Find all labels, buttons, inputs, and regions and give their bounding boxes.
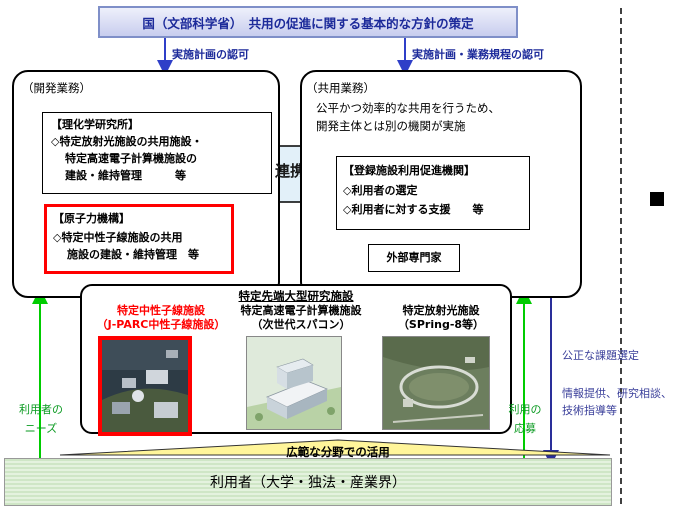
jaea-line-1: ◇特定中性子線施設の共用	[53, 231, 183, 244]
facility-1-sub: （J-PARC中性子線施設）	[96, 318, 226, 331]
facility-2-name: 特定高速電子計算機施設	[240, 304, 362, 317]
riken-line-2: 特定高速電子計算機施設の	[65, 152, 197, 165]
jaea-line-2: 施設の建設・維持管理 等	[67, 248, 199, 261]
supercomputer-rendering	[246, 336, 342, 430]
riken-line-1: ◇特定放射光施設の共用施設・	[51, 135, 203, 148]
broad-use-banner-shape	[59, 439, 611, 456]
external-experts-box: 外部専門家	[368, 244, 460, 272]
approval-label-left: 実施計画の認可	[172, 48, 249, 61]
application-line-1: 利用の	[508, 403, 542, 416]
riken-line-3: 建設・維持管理 等	[65, 169, 186, 182]
agency-title: 【登録施設利用促進機関】	[343, 164, 475, 177]
jaea-box: 【原子力機構】 ◇特定中性子線施設の共用 施設の建設・維持管理 等	[44, 204, 234, 274]
support-line-1: 情報提供、研究相談、	[562, 387, 672, 400]
user-needs-label: 利用者の ニーズ	[10, 400, 72, 438]
agency-line-2: ◇利用者に対する支援 等	[343, 203, 484, 216]
facility-1-label: 特定中性子線施設 （J-PARC中性子線施設）	[86, 304, 236, 332]
facility-3-name: 特定放射光施設	[402, 304, 480, 317]
users-label: 利用者（大学・独法・産業界）	[210, 475, 406, 491]
external-experts-label: 外部専門家	[386, 251, 442, 264]
black-square-marker	[650, 192, 664, 206]
facility-3-label: 特定放射光施設 （SPring-8等）	[366, 304, 516, 332]
promotion-agency-box: 【登録施設利用促進機関】 ◇利用者の選定 ◇利用者に対する支援 等	[336, 156, 530, 230]
application-label: 利用の 応募	[500, 400, 550, 438]
facility-1-name: 特定中性子線施設	[117, 304, 205, 317]
collaboration-label: 連携	[274, 162, 305, 180]
policy-banner: 国（文部科学省） 共用の促進に関する基本的な方針の策定	[98, 6, 518, 38]
broad-use-label: 広範な分野での活用	[286, 445, 390, 459]
jaea-title: 【原子力機構】	[53, 212, 130, 225]
fair-selection-label: 公正な課題選定	[562, 349, 639, 362]
application-line-2: 応募	[514, 422, 536, 435]
user-needs-line-1: 利用者の	[19, 403, 63, 416]
shared-use-heading: （共用業務）	[306, 81, 375, 95]
shared-use-desc-1: 公平かつ効率的な共用を行うため、	[316, 101, 500, 115]
user-needs-line-2: ニーズ	[24, 422, 58, 435]
users-bar: 利用者（大学・独法・産業界）	[4, 458, 612, 506]
riken-title: 【理化学研究所】	[51, 118, 139, 131]
support-line-2: 技術指導等	[562, 404, 617, 417]
jparc-aerial-photo	[98, 336, 192, 436]
approval-label-right: 実施計画・業務規程の認可	[412, 48, 544, 61]
development-heading: （開発業務）	[22, 81, 91, 95]
facilities-title: 特定先端大型研究施設	[238, 289, 354, 303]
facility-3-sub: （SPring-8等）	[397, 318, 485, 331]
shared-use-desc-2: 開発主体とは別の機関が実施	[316, 119, 466, 133]
agency-line-1: ◇利用者の選定	[343, 184, 418, 197]
spring8-aerial-photo	[382, 336, 490, 430]
riken-box: 【理化学研究所】 ◇特定放射光施設の共用施設・ 特定高速電子計算機施設の 建設・…	[42, 112, 272, 194]
facility-2-sub: （次世代スパコン）	[251, 318, 351, 331]
facility-2-label: 特定高速電子計算機施設 （次世代スパコン）	[226, 304, 376, 332]
